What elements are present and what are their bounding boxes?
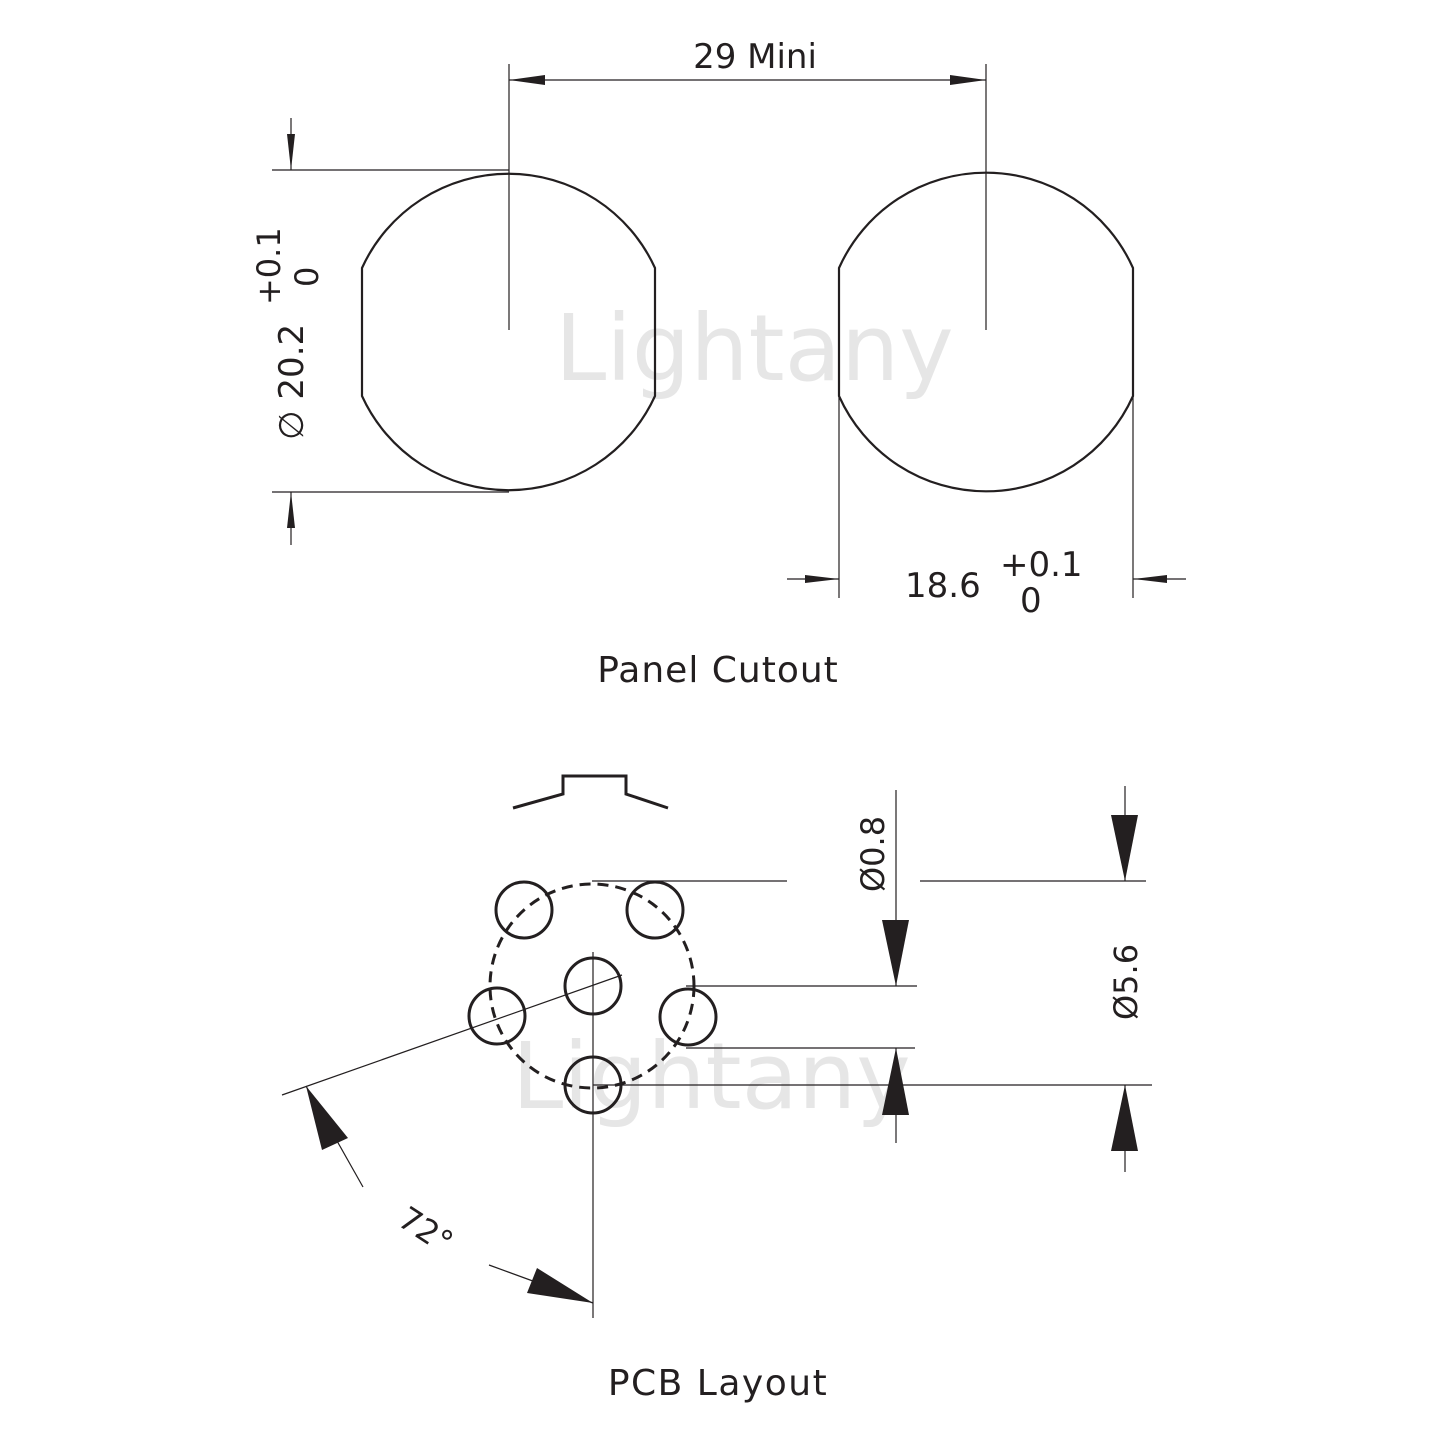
- panel-cutout-title: Panel Cutout: [597, 650, 839, 691]
- pitch-diameter-dimension: [1111, 786, 1138, 1172]
- pin-3: [467, 986, 527, 1046]
- diameter-tol-lower: 0: [288, 267, 326, 287]
- angled-axis-line: [281, 974, 623, 1096]
- diameter-label-group: ∅ 20.2: [272, 324, 312, 440]
- diameter-label: ∅ 20.2: [272, 324, 312, 440]
- pitch-diameter-label-group: Ø5.6: [1107, 944, 1145, 1020]
- panel-cutout-left-shape: [360, 172, 657, 492]
- diameter-dimension: [272, 118, 509, 545]
- pin-diameter-label: Ø0.8: [854, 816, 892, 892]
- spacing-label: 29 Mini: [693, 37, 817, 77]
- pin-2: [625, 880, 685, 940]
- pin-1: [494, 880, 554, 940]
- pin-diameter-label-group: Ø0.8: [854, 816, 892, 892]
- pin-diameter-dimension: [882, 790, 909, 1143]
- angle-dimension: [305, 1085, 594, 1304]
- angle-label-group: 72°: [392, 1199, 460, 1262]
- pcb-layout-title: PCB Layout: [608, 1363, 828, 1404]
- pitch-diameter-label: Ø5.6: [1107, 944, 1145, 1020]
- angle-label: 72°: [392, 1199, 460, 1262]
- flat-width-tol-lower: 0: [1020, 581, 1042, 621]
- pin-4: [658, 987, 718, 1047]
- watermark-bottom: Lightany: [512, 1023, 911, 1130]
- diameter-tol-upper-group: +0.1: [250, 227, 288, 305]
- flat-width-label: 18.6: [905, 566, 981, 606]
- flat-width-tol-upper: +0.1: [1000, 545, 1083, 585]
- key-marker: [512, 774, 669, 810]
- flat-width-dimension: [787, 396, 1186, 598]
- watermark-top: Lightany: [555, 295, 954, 402]
- spacing-dimension: [509, 75, 986, 85]
- diameter-tol-lower-group: 0: [288, 267, 326, 287]
- diameter-tol-upper: +0.1: [250, 227, 288, 305]
